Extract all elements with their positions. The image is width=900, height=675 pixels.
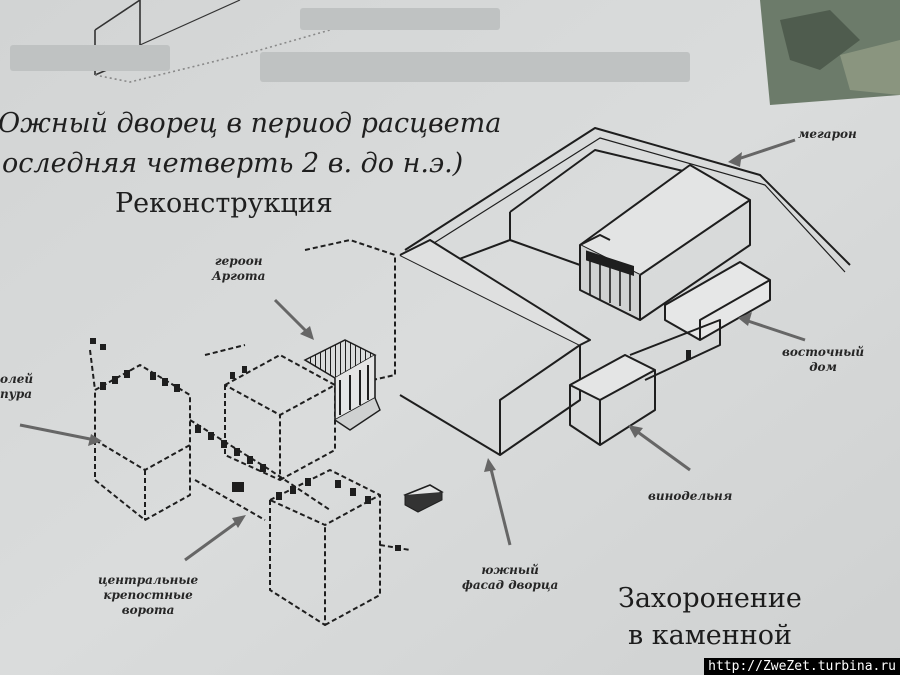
title-line-2: оследняя четверть 2 в. до н.э.) bbox=[2, 148, 464, 179]
show-through-text bbox=[10, 8, 690, 82]
label-south-facade-line-1: южный bbox=[481, 563, 539, 577]
label-bastion: олей пура bbox=[0, 372, 33, 402]
title-line-3: Реконструкция bbox=[115, 188, 333, 219]
label-central-gates-line-1: центральные bbox=[98, 573, 199, 587]
label-east-house-line-2: дом bbox=[809, 360, 837, 374]
arrow-heads bbox=[88, 152, 752, 528]
label-east-house: восточный дом bbox=[782, 345, 864, 375]
title-line-1: Ожный дворец в период расцвета bbox=[0, 108, 502, 139]
label-winery: винодельня bbox=[648, 489, 733, 503]
burial-line-1: Захоронение bbox=[618, 583, 802, 614]
burial-line-2: в каменной bbox=[628, 620, 792, 651]
label-central-gates: центральные крепостные ворота bbox=[98, 573, 198, 618]
heroon-building bbox=[303, 339, 381, 431]
small-object bbox=[403, 484, 444, 513]
leader-arrows bbox=[19, 138, 806, 562]
crenellations bbox=[90, 338, 401, 551]
label-bastion-line-2: пура bbox=[0, 387, 33, 401]
palace-complex bbox=[399, 127, 851, 456]
photo-corner bbox=[760, 0, 900, 105]
label-south-facade-line-2: фасад дворца bbox=[462, 578, 559, 592]
label-east-house-line-1: восточный bbox=[782, 345, 865, 359]
label-heroon-line-2: Аргота bbox=[212, 269, 266, 283]
label-central-gates-line-2: крепостные bbox=[103, 588, 193, 602]
label-bastion-line-1: олей bbox=[0, 372, 34, 386]
watermark: http://ZweZet.turbina.ru bbox=[704, 658, 900, 675]
label-heroon: героон Аргота bbox=[212, 254, 265, 284]
label-south-facade: южный фасад дворца bbox=[462, 563, 558, 593]
label-central-gates-line-3: ворота bbox=[121, 603, 175, 617]
label-megaron: мегарон bbox=[798, 127, 857, 141]
label-heroon-line-1: героон bbox=[214, 254, 263, 268]
